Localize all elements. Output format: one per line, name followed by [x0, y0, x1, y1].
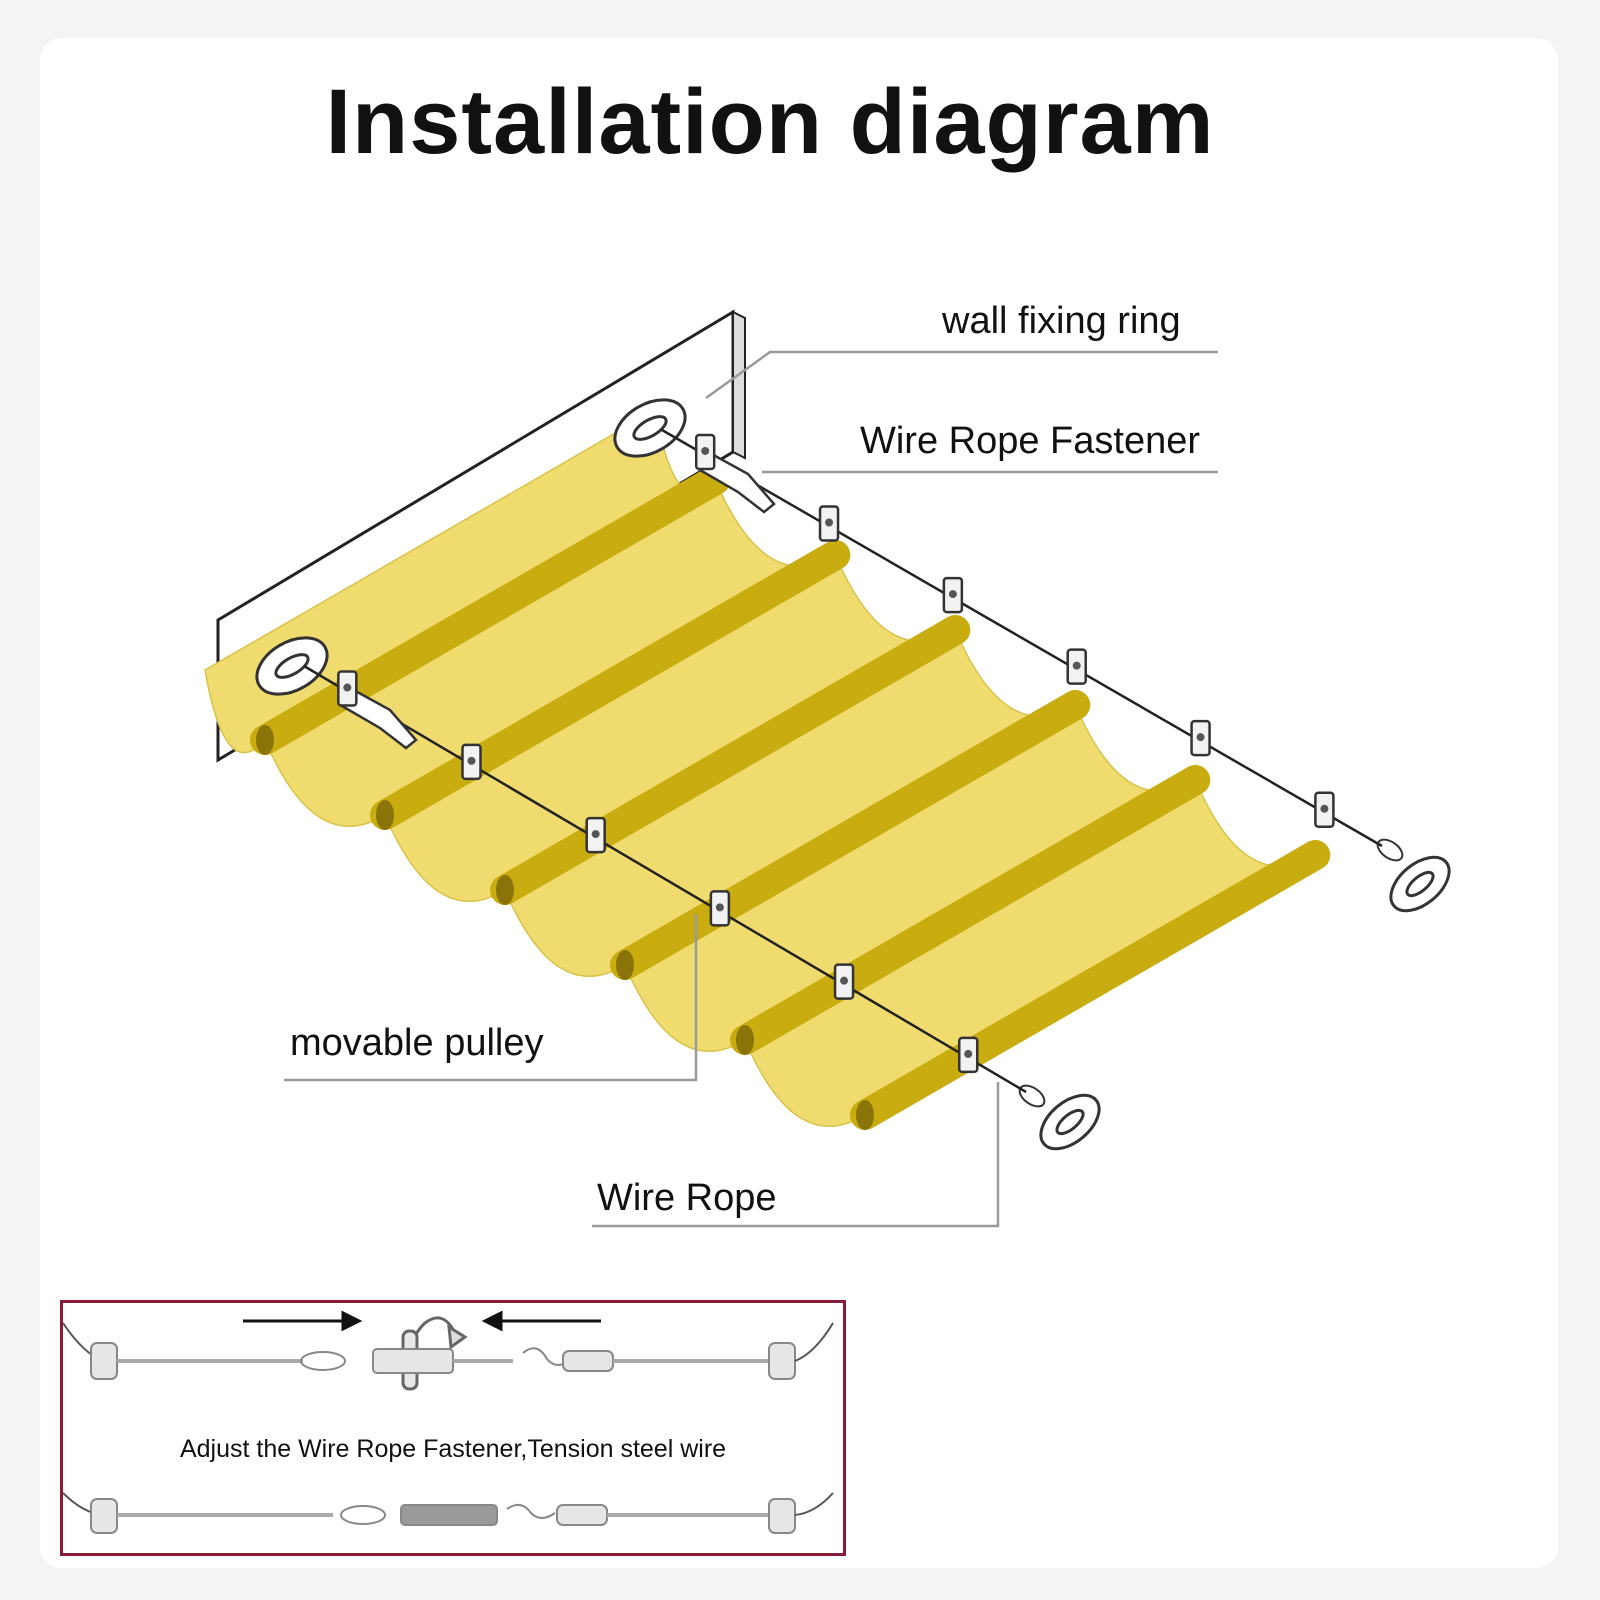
rod-end-cap — [496, 875, 514, 905]
pulley-wheel — [840, 976, 849, 985]
pulley-wheel — [591, 830, 600, 839]
wire-rope-back — [661, 428, 1383, 848]
pulley-wheel — [715, 903, 724, 912]
leader-wall-fixing-ring — [705, 350, 1218, 400]
label-wire-rope-fastener: Wire Rope Fastener — [860, 420, 1201, 462]
pulley-wheel — [467, 756, 476, 765]
pulley-wheel — [948, 590, 957, 599]
pulley-wheel — [1072, 661, 1081, 670]
tension-adjust-inset: Adjust the Wire Rope Fastener,Tension st… — [60, 1300, 846, 1556]
canopy-rod — [730, 765, 1211, 1055]
label-wall-fixing-ring: wall fixing ring — [942, 300, 1181, 342]
arrow-right-icon — [243, 1310, 363, 1332]
pulley-wheel — [343, 683, 352, 692]
wall-fixing-ring-upper — [613, 398, 687, 458]
arrow-left-icon — [481, 1310, 601, 1332]
leader-lines — [284, 350, 1218, 1228]
turnbuckle-open — [63, 1322, 834, 1380]
wall-fixing-ring-lower — [255, 636, 329, 696]
wire-rope-front — [303, 664, 1027, 1094]
canopy-rod — [850, 840, 1331, 1130]
rod-end-cap — [256, 725, 274, 755]
leader-wire-rope — [592, 1082, 1000, 1228]
pulley-wheel — [1196, 733, 1205, 742]
pulley-wheel — [1320, 804, 1329, 813]
canopy-rod — [610, 690, 1091, 980]
rod-end-cap — [616, 950, 634, 980]
label-wire-rope: Wire Rope — [597, 1177, 777, 1219]
label-movable-pulley: movable pulley — [290, 1022, 544, 1064]
canopy-rod — [370, 540, 851, 830]
pulley-wheel — [825, 518, 834, 527]
end-ring-right — [1376, 838, 1451, 913]
rod-end-cap — [376, 800, 394, 830]
end-ring-front — [1018, 1084, 1101, 1151]
pulley-wheel — [964, 1049, 973, 1058]
pulley-wheel — [701, 446, 710, 455]
inset-caption: Adjust the Wire Rope Fastener,Tension st… — [179, 1435, 727, 1463]
movable-pulleys — [337, 433, 1335, 1074]
rod-end-cap — [856, 1100, 874, 1130]
rod-end-cap — [736, 1025, 754, 1055]
turnbuckle-illustration — [63, 1310, 834, 1534]
leader-movable-pulley — [284, 914, 698, 1082]
turnbuckle-tightened — [63, 1492, 834, 1534]
page-title: Installation diagram — [325, 71, 1215, 173]
canopy-rod — [490, 615, 971, 905]
